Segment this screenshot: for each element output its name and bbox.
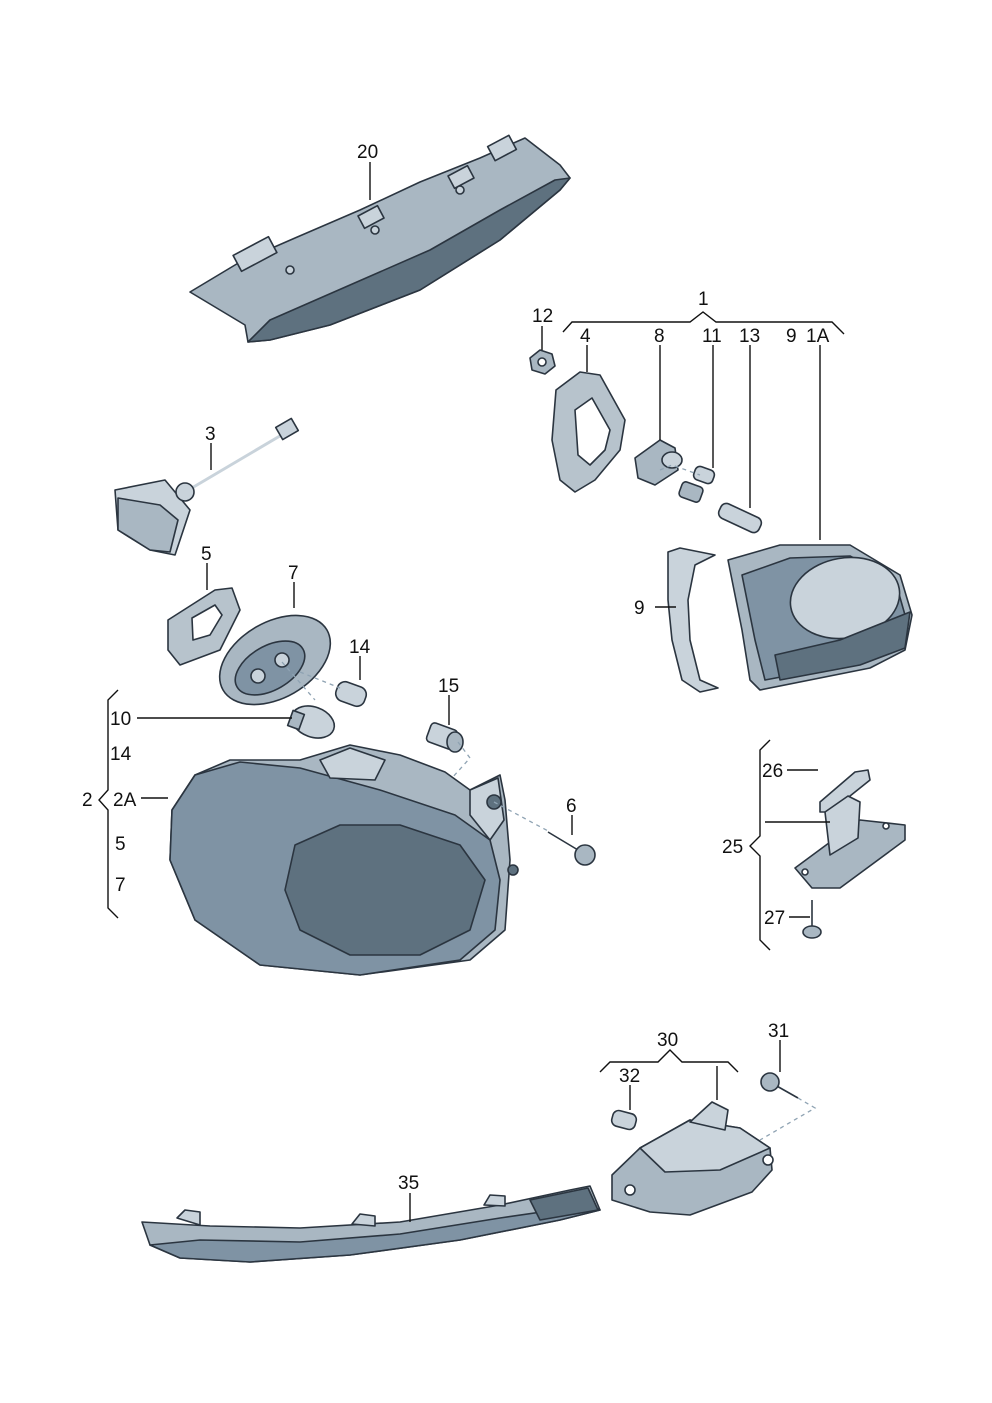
- callout-11: 11: [702, 326, 722, 347]
- part-9-seal-strip: [667, 547, 719, 693]
- brace-25: [749, 739, 771, 951]
- callout-7: 7: [288, 563, 299, 584]
- part-1A-tail-light-lens: [727, 544, 913, 691]
- assembly-line-bulb-14: [299, 671, 341, 689]
- callout-27: 27: [764, 908, 785, 929]
- part-7-bulb-holder: [218, 614, 332, 706]
- part-4-gasket: [551, 371, 626, 493]
- brace-1: [562, 311, 845, 335]
- callout-2: 2: [82, 790, 93, 811]
- callout-13: 13: [739, 326, 760, 347]
- part-11-bulb: [692, 465, 716, 485]
- callout-15: 15: [438, 676, 459, 697]
- callout-6: 6: [566, 796, 577, 817]
- assembly-line-screw-31: [759, 1097, 817, 1141]
- assembly-line-bulb: [281, 661, 316, 701]
- callout-3: 3: [205, 424, 216, 445]
- part-15-clip: [425, 722, 464, 753]
- callout-12: 12: [532, 306, 553, 327]
- part-26-festoon-bulb: [819, 769, 871, 813]
- assembly-line-screw-6: [493, 801, 551, 833]
- part-3-wiring-harness: [114, 417, 300, 556]
- part-8-socket: [634, 439, 683, 486]
- callout-20: 20: [357, 142, 378, 163]
- part-35-reflector-strip: [141, 1185, 601, 1263]
- callout-32: 32: [619, 1066, 640, 1087]
- part-2A-tail-light: [169, 744, 519, 976]
- callout-30: 30: [657, 1030, 678, 1051]
- brace-30: [599, 1049, 739, 1073]
- bulb-10: [286, 705, 336, 739]
- part-27-screw: [802, 900, 822, 939]
- callout-25: 25: [722, 837, 743, 858]
- group-2-item-5: 5: [115, 834, 126, 855]
- assembly-line-bulb-11: [659, 464, 701, 476]
- part-20-high-level-brake-light: [189, 134, 571, 343]
- callout-9: 9: [634, 598, 645, 619]
- callout-1A: 1A: [806, 326, 830, 347]
- callout-26: 26: [762, 761, 783, 782]
- part-bulb-socket-small: [678, 481, 704, 503]
- part-12-nut: [529, 349, 556, 375]
- brace-2: [98, 689, 119, 919]
- group-2-item-7: 7: [115, 875, 126, 896]
- bulb-14-small: [334, 680, 368, 708]
- callout-35: 35: [398, 1173, 419, 1194]
- callout-1: 1: [698, 289, 709, 310]
- callout-9-top: 9: [786, 326, 797, 347]
- part-5-gasket: [167, 587, 241, 666]
- part-30-license-light: [611, 1101, 774, 1216]
- callout-8: 8: [654, 326, 665, 347]
- callout-10: 10: [110, 709, 131, 730]
- part-32-bulb: [610, 1109, 638, 1131]
- part-13-bulb: [717, 502, 763, 534]
- part-25-plate-light-housing: [794, 795, 906, 889]
- assembly-line-clip: [451, 741, 471, 779]
- callout-2A: 2A: [113, 790, 137, 811]
- callout-31: 31: [768, 1021, 789, 1042]
- callout-5: 5: [201, 544, 212, 565]
- group-2-item-14: 14: [110, 744, 132, 765]
- callout-4: 4: [580, 326, 591, 347]
- part-31-screw: [760, 1072, 799, 1099]
- callout-14: 14: [349, 637, 371, 658]
- part-6-screw: [547, 831, 596, 866]
